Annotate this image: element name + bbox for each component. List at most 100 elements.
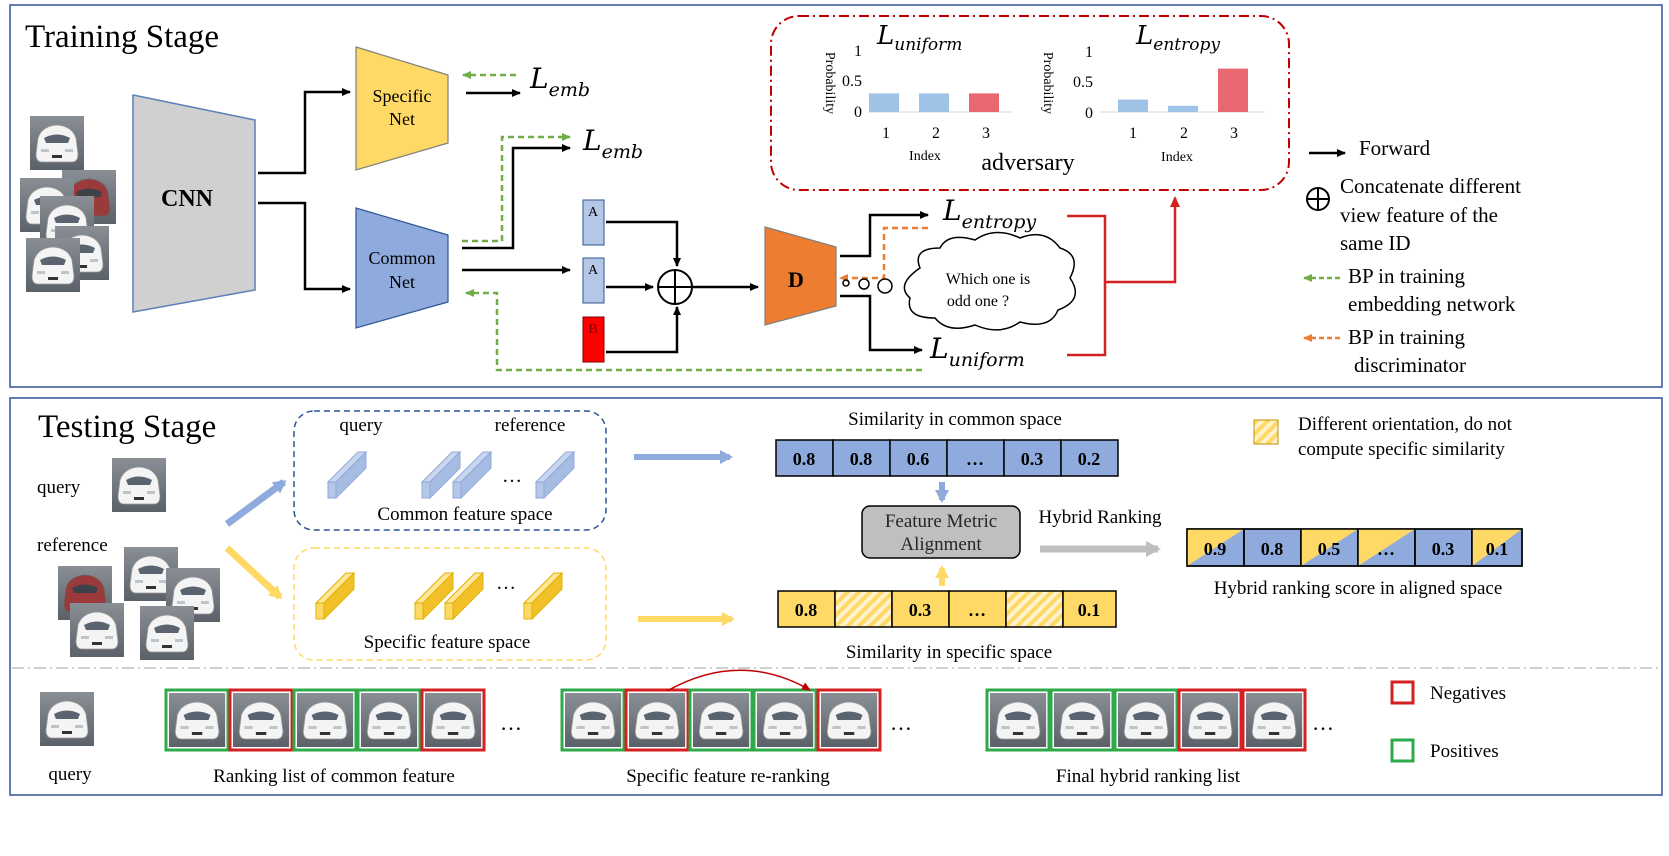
- positive-frame: [752, 688, 818, 752]
- specific-box-ellipsis: …: [496, 572, 516, 594]
- common-box-ellipsis: …: [502, 465, 522, 487]
- specific-feature-bars: [314, 571, 564, 621]
- uniform-ytick: 0: [854, 104, 862, 121]
- training-input-images: [19, 115, 117, 293]
- common-feature-space-box: [293, 410, 607, 531]
- negative-frame: [1241, 688, 1307, 752]
- ranking-list-final: [985, 688, 1307, 752]
- entropy-bar-2: [1168, 105, 1198, 112]
- specific-sim-value: 0.8: [795, 600, 818, 620]
- uniform-ytick: 1: [854, 43, 862, 60]
- legend-concat-line2: view feature of the: [1340, 203, 1498, 227]
- specific-sim-cell: [1062, 590, 1117, 628]
- rerank-ranked-image: [688, 688, 754, 752]
- common-ranked-image: [292, 688, 358, 752]
- rerank-car-image: [692, 692, 750, 748]
- positive-frame: [1113, 688, 1179, 752]
- legend-positives-label: Positives: [1430, 741, 1499, 762]
- common-car-image: [360, 692, 418, 748]
- common-similarity-title: Similarity in common space: [848, 409, 1062, 430]
- uniform-xtick: 3: [982, 125, 990, 142]
- hybrid-value: 0.1: [1486, 539, 1509, 559]
- specific-feature-bar: [413, 571, 455, 621]
- alignment-line1: Feature Metric: [885, 511, 997, 532]
- entropy-chart-xlabel: Index: [1161, 150, 1193, 165]
- training-legend: Forward Concatenate different view featu…: [1303, 136, 1521, 377]
- negative-frame: [1177, 688, 1243, 752]
- uniform-probability-chart: Luniform Probability 1 0.5 0 1 2 3 Index: [822, 21, 1012, 164]
- legend-bp-discriminator-line1: BP in training: [1348, 325, 1466, 349]
- hybrid-cell-mixed: [1301, 529, 1358, 566]
- cnn-label: CNN: [161, 186, 214, 212]
- rerank-ranked-image: [816, 688, 882, 752]
- loss-emb-common: Lemb: [582, 124, 643, 163]
- ranking-common-caption: Ranking list of common feature: [213, 766, 455, 787]
- thought-dot: [858, 278, 870, 290]
- training-stage-panel: [9, 4, 1663, 388]
- hybrid-cell-mixed: [1472, 529, 1522, 566]
- d-to-entropy-arrow: [840, 211, 929, 258]
- specific-sim-value: 0.3: [909, 600, 932, 620]
- common-ranked-image: [420, 688, 486, 752]
- common-sim-cell: [1003, 439, 1062, 477]
- testing-stage-title: Testing Stage: [38, 409, 216, 445]
- cnn-to-common-arrow: [258, 201, 351, 293]
- final-ranked-image: [1113, 688, 1179, 752]
- uniform-xtick: 2: [932, 125, 940, 142]
- legend-bp-discriminator-line2: discriminator: [1354, 353, 1466, 377]
- common-sim-cell: [1060, 439, 1119, 477]
- ranking-final-ellipsis: …: [1312, 710, 1334, 735]
- specific-feature-bar: [443, 571, 485, 621]
- positive-frame: [688, 688, 754, 752]
- discriminator-bp-arrow: [839, 226, 928, 282]
- common-sim-value: …: [966, 449, 984, 469]
- common-box-caption: Common feature space: [377, 504, 552, 525]
- hybrid-value: 0.9: [1204, 539, 1227, 559]
- specific-net-label-line2: Net: [389, 109, 415, 129]
- final-car-image: [1181, 692, 1239, 748]
- specific-feature-space-box: [293, 547, 607, 661]
- feature-metric-alignment-box: [861, 505, 1021, 559]
- hybrid-ranking-label: Hybrid Ranking: [1039, 507, 1162, 528]
- rerank-ranked-image: [560, 688, 626, 752]
- common-car-image: [424, 692, 482, 748]
- legend-concat-line3: same ID: [1340, 231, 1411, 255]
- legend-concat-line1: Concatenate different: [1340, 174, 1521, 198]
- specific-sim-cell-hatched: [1005, 590, 1064, 628]
- entropy-ytick: 1: [1085, 44, 1093, 61]
- rerank-ranked-image: [624, 688, 690, 752]
- orientation-legend-swatch: [1253, 419, 1279, 445]
- common-feature-bar: [420, 450, 462, 500]
- uniform-xtick: 1: [882, 125, 890, 142]
- training-stage-title: Training Stage: [25, 19, 219, 55]
- entropy-xtick: 2: [1180, 125, 1188, 142]
- positive-frame: [164, 688, 230, 752]
- common-ranked-image: [356, 688, 422, 752]
- a1-to-concat-arrow: [606, 220, 681, 267]
- thought-line2: odd one ?: [947, 293, 1009, 310]
- final-car-image: [1245, 692, 1303, 748]
- common-sim-value: 0.2: [1078, 449, 1101, 469]
- ranking-rerank-ellipsis: …: [890, 710, 912, 735]
- common-box-reference: reference: [495, 415, 566, 436]
- legend-negatives-swatch: [1390, 680, 1415, 705]
- testing-reference-images: [57, 546, 221, 661]
- feature-vector-a2: [582, 257, 605, 304]
- entropy-ytick: 0: [1085, 105, 1093, 122]
- positive-frame: [356, 688, 422, 752]
- alignment-line2: Alignment: [900, 534, 982, 555]
- discriminator-label: D: [788, 267, 804, 292]
- common-sim-cell: [946, 439, 1005, 477]
- common-similarity-row: 0.8 0.8 0.6 … 0.3 0.2: [775, 439, 1119, 477]
- ranking-list-common: [164, 688, 486, 752]
- uniform-chart-ylabel: Probability: [822, 52, 837, 114]
- testing-stage-panel: [9, 397, 1663, 796]
- discriminator-block: [764, 226, 837, 326]
- legend-negatives-label: Negatives: [1430, 683, 1506, 704]
- legend-bp-embedding-line1: BP in training: [1348, 264, 1466, 288]
- uniform-chart-xlabel: Index: [909, 149, 941, 164]
- uniform-bar-2: [919, 93, 949, 112]
- legend-forward-label: Forward: [1359, 136, 1431, 160]
- loss-emb-specific: Lemb: [529, 62, 590, 101]
- negative-frame: [816, 688, 882, 752]
